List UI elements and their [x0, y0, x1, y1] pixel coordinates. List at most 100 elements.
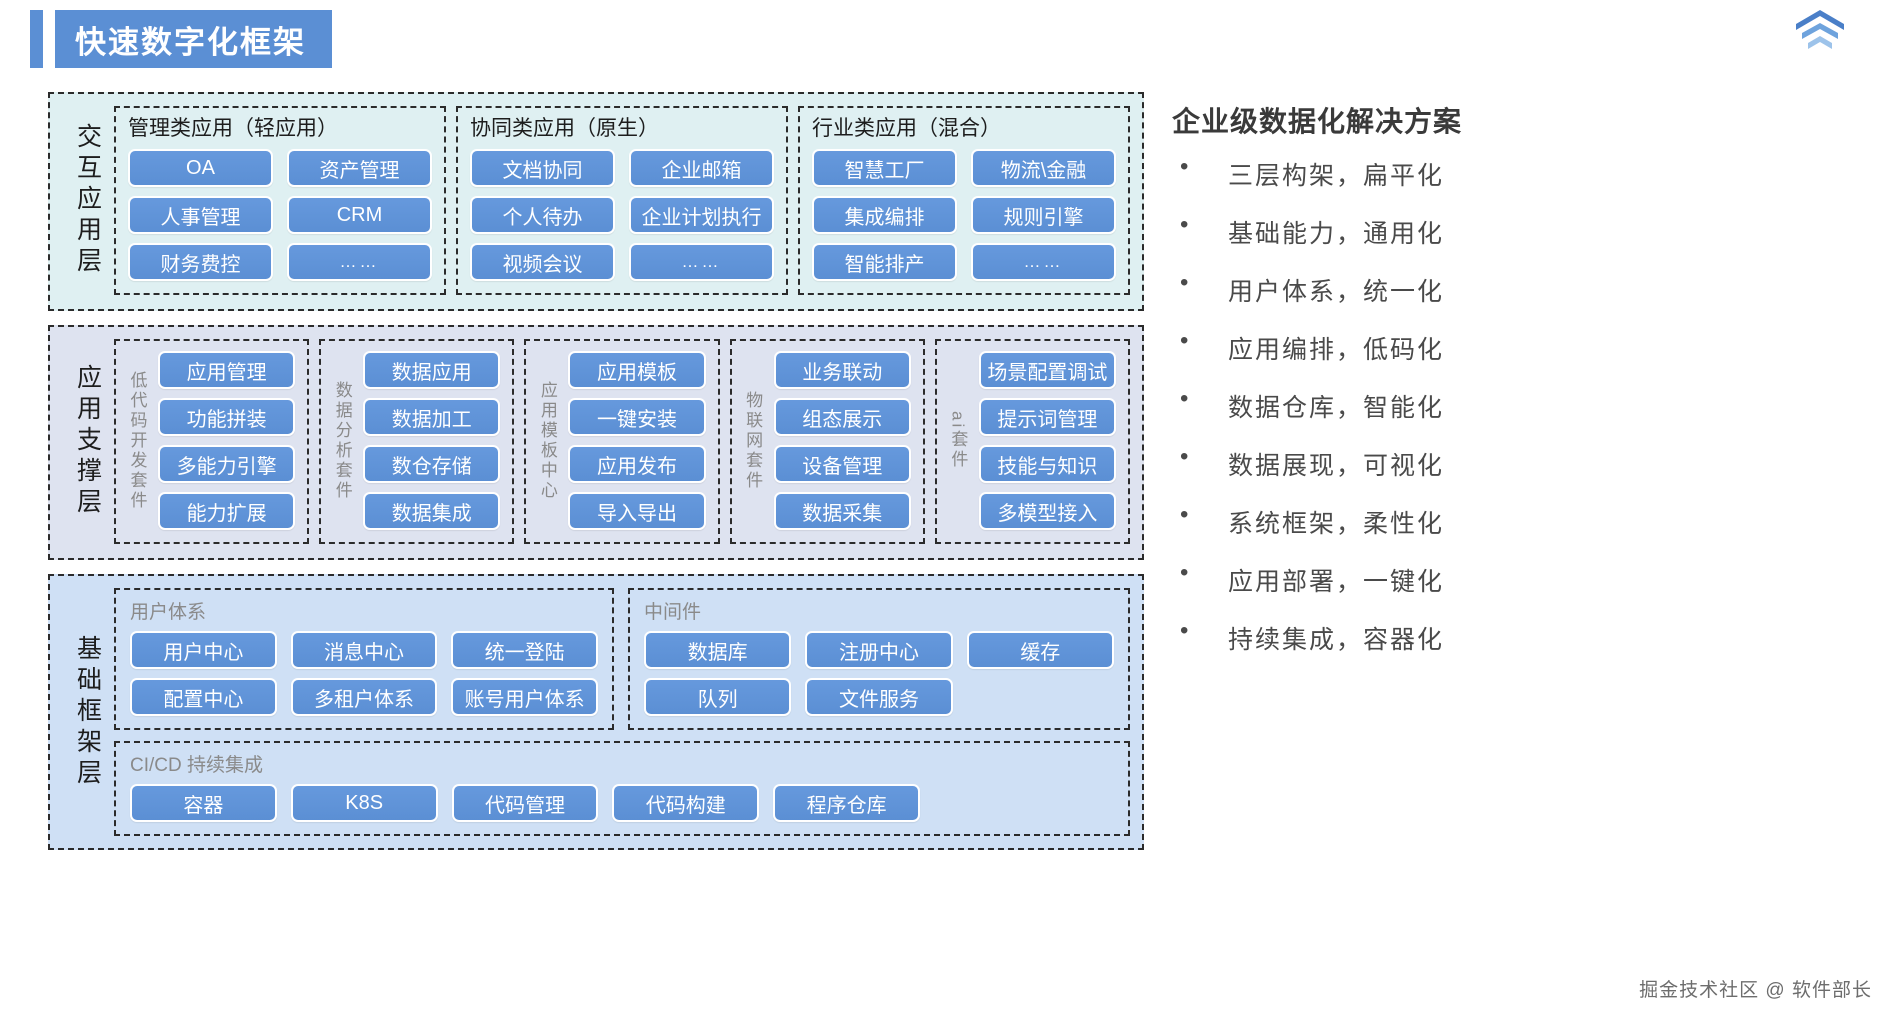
chip-configuration-display[interactable]: 组态展示: [773, 398, 911, 437]
group-cicd: CI/CD 持续集成 容器 K8S 代码管理 代码构建 程序仓库: [114, 741, 1130, 837]
chip-k8s[interactable]: K8S: [290, 784, 438, 823]
chip-database[interactable]: 数据库: [644, 631, 792, 670]
chip-program-repository[interactable]: 程序仓库: [773, 784, 920, 823]
group-collaboration-apps: 协同类应用（原生） 文档协同 企业邮箱 个人待办 企业计划执行 视频会议 ……: [456, 106, 788, 296]
chip-code-management[interactable]: 代码管理: [451, 784, 599, 823]
chip-smart-production-scheduling[interactable]: 智能排产: [812, 243, 957, 282]
layer-label-interaction: 交互应用层: [73, 123, 102, 279]
chip-enterprise-mail[interactable]: 企业邮箱: [629, 149, 774, 188]
chip-warehouse-storage[interactable]: 数仓存储: [363, 445, 501, 484]
chip-single-signon[interactable]: 统一登陆: [451, 631, 598, 670]
list-item: 三层构架，扁平化: [1172, 153, 1862, 192]
chip-prompt-management[interactable]: 提示词管理: [978, 398, 1117, 437]
chip-container[interactable]: 容器: [130, 784, 277, 823]
chip-business-linkage[interactable]: 业务联动: [773, 351, 911, 390]
summary-panel: 企业级数据化解决方案 三层构架，扁平化 基础能力，通用化 用户体系，统一化 应用…: [1172, 100, 1862, 678]
group-app-template-center: 应用模板中心 应用模板 一键安装 应用发布 导入导出: [524, 339, 720, 545]
watermark-credit: 掘金技术社区 @ 软件部长: [1639, 980, 1872, 1001]
group-ai-suite: ai套件 场景配置调试 提示词管理 技能与知识 多模型接入: [934, 339, 1131, 545]
group-title: 数据分析套件: [332, 380, 352, 501]
chip-data-processing[interactable]: 数据加工: [363, 398, 501, 437]
group-title: ai套件: [948, 411, 968, 471]
chip-more-collaboration[interactable]: ……: [629, 243, 774, 282]
list-item: 数据仓库，智能化: [1172, 385, 1862, 424]
chip-function-assembly[interactable]: 功能拼装: [158, 398, 296, 437]
chip-device-management[interactable]: 设备管理: [773, 445, 911, 484]
list-item: 应用编排，低码化: [1172, 327, 1862, 366]
chip-message-center[interactable]: 消息中心: [290, 631, 438, 670]
chip-crm[interactable]: CRM: [287, 196, 432, 235]
chip-video-conference[interactable]: 视频会议: [470, 243, 615, 282]
chip-file-service[interactable]: 文件服务: [805, 678, 953, 717]
chip-data-integration[interactable]: 数据集成: [363, 492, 501, 531]
chip-oa[interactable]: OA: [128, 149, 273, 188]
group-iot-suite: 物联网套件 业务联动 组态展示 设备管理 数据采集: [729, 339, 925, 545]
group-title: CI/CD 持续集成: [130, 755, 264, 777]
list-item: 数据展现，可视化: [1172, 443, 1862, 482]
group-management-apps: 管理类应用（轻应用） OA 资产管理 人事管理 CRM 财务费控 ……: [114, 106, 446, 296]
chip-more-management[interactable]: ……: [287, 243, 432, 282]
group-lowcode-suite: 低代码开发套件 应用管理 功能拼装 多能力引擎 能力扩展: [114, 339, 310, 545]
chip-application-release[interactable]: 应用发布: [568, 445, 706, 484]
chip-multi-model-access[interactable]: 多模型接入: [978, 492, 1117, 531]
page-header: 快速数字化框架: [30, 10, 332, 68]
chip-enterprise-plan-execution[interactable]: 企业计划执行: [629, 196, 774, 235]
chip-hr-management[interactable]: 人事管理: [128, 196, 273, 235]
chip-user-center[interactable]: 用户中心: [130, 631, 277, 670]
chip-one-click-install[interactable]: 一键安装: [568, 398, 706, 437]
chip-asset-management[interactable]: 资产管理: [287, 149, 432, 188]
list-item: 应用部署，一键化: [1172, 559, 1862, 598]
summary-title: 企业级数据化解决方案: [1172, 106, 1463, 137]
chip-document-collaboration[interactable]: 文档协同: [470, 149, 615, 188]
chip-personal-todo[interactable]: 个人待办: [470, 196, 615, 235]
chip-logistics-finance[interactable]: 物流\金融: [971, 149, 1116, 188]
chip-rule-engine[interactable]: 规则引擎: [971, 196, 1116, 235]
chip-application-management[interactable]: 应用管理: [158, 351, 296, 390]
group-title: 协同类应用（原生）: [470, 117, 659, 140]
group-title: 物联网套件: [743, 390, 763, 491]
chip-skills-and-knowledge[interactable]: 技能与知识: [978, 445, 1117, 484]
title-accent-bar: [30, 10, 43, 68]
layer-label-support: 应用支撑层: [73, 364, 102, 520]
chip-application-template[interactable]: 应用模板: [568, 351, 706, 390]
summary-bullet-list: 三层构架，扁平化 基础能力，通用化 用户体系，统一化 应用编排，低码化 数据仓库…: [1172, 153, 1862, 656]
list-item: 系统框架，柔性化: [1172, 501, 1862, 540]
chip-finance-control[interactable]: 财务费控: [128, 243, 273, 282]
layer-application-support: 应用支撑层 低代码开发套件 应用管理 功能拼装 多能力引擎 能力扩展 数据分析套…: [48, 325, 1144, 561]
chip-code-build[interactable]: 代码构建: [612, 784, 760, 823]
group-title: 管理类应用（轻应用）: [128, 117, 338, 140]
group-title: 应用模板中心: [537, 380, 557, 501]
chip-scenario-config-debug[interactable]: 场景配置调试: [978, 351, 1117, 390]
chip-more-industry[interactable]: ……: [971, 243, 1116, 282]
group-title: 用户体系: [130, 602, 207, 624]
chip-import-export[interactable]: 导入导出: [568, 492, 706, 531]
list-item: 用户体系，统一化: [1172, 269, 1862, 308]
layer-basic-framework: 基础框架层 用户体系 用户中心 消息中心 统一登陆 配置中心 多租户体系 账号用…: [48, 574, 1144, 851]
chip-config-center[interactable]: 配置中心: [130, 678, 277, 717]
group-middleware: 中间件 数据库 注册中心 缓存 队列 文件服务: [628, 588, 1130, 731]
chip-capability-extension[interactable]: 能力扩展: [158, 492, 296, 531]
group-user-system: 用户体系 用户中心 消息中心 统一登陆 配置中心 多租户体系 账号用户体系: [114, 588, 614, 731]
chip-multi-tenant-system[interactable]: 多租户体系: [290, 678, 438, 717]
chip-queue[interactable]: 队列: [644, 678, 792, 717]
list-item: 持续集成，容器化: [1172, 617, 1862, 656]
page-title: 快速数字化框架: [55, 10, 332, 68]
group-title: 低代码开发套件: [127, 370, 147, 511]
chip-account-user-system[interactable]: 账号用户体系: [451, 678, 598, 717]
group-data-analysis-suite: 数据分析套件 数据应用 数据加工 数仓存储 数据集成: [319, 339, 515, 545]
group-title: 行业类应用（混合）: [812, 117, 1001, 140]
chip-data-collection[interactable]: 数据采集: [773, 492, 911, 531]
architecture-diagram: 交互应用层 管理类应用（轻应用） OA 资产管理 人事管理 CRM 财务费控 ……: [48, 92, 1144, 864]
list-item: 基础能力，通用化: [1172, 211, 1862, 250]
chip-smart-factory[interactable]: 智慧工厂: [812, 149, 957, 188]
chip-integration-orchestration[interactable]: 集成编排: [812, 196, 957, 235]
group-title: 中间件: [644, 602, 702, 624]
chip-cache[interactable]: 缓存: [966, 631, 1114, 670]
chip-registry-center[interactable]: 注册中心: [805, 631, 953, 670]
group-industry-apps: 行业类应用（混合） 智慧工厂 物流\金融 集成编排 规则引擎 智能排产 ……: [798, 106, 1130, 296]
brand-logo-icon: [1796, 10, 1844, 49]
layer-label-framework: 基础框架层: [73, 634, 102, 790]
chip-data-application[interactable]: 数据应用: [363, 351, 501, 390]
layer-interaction-application: 交互应用层 管理类应用（轻应用） OA 资产管理 人事管理 CRM 财务费控 ……: [48, 92, 1144, 312]
chip-multi-capability-engine[interactable]: 多能力引擎: [158, 445, 296, 484]
